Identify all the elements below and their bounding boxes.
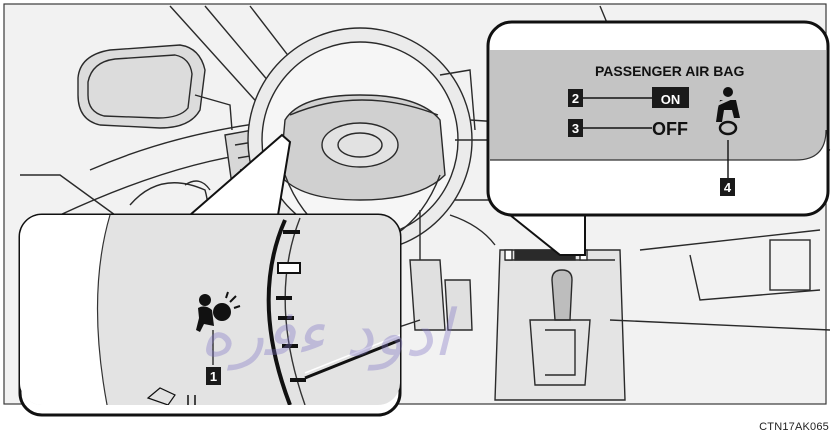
watermark-text: ﺍﺩﻭﺩ ﺀﻓﺭﻩ — [200, 297, 457, 371]
off-indicator-label: OFF — [652, 119, 688, 139]
figure-caption: CTN17AK065 — [759, 421, 829, 433]
callout-4: 4 — [724, 180, 732, 195]
callout-1: 1 — [210, 369, 217, 384]
callout-2: 2 — [572, 91, 579, 106]
on-indicator-label: ON — [661, 92, 681, 107]
gear-shifter — [552, 270, 572, 320]
callout-3: 3 — [572, 121, 579, 136]
passenger-air-bag-title: PASSENGER AIR BAG — [595, 63, 744, 79]
